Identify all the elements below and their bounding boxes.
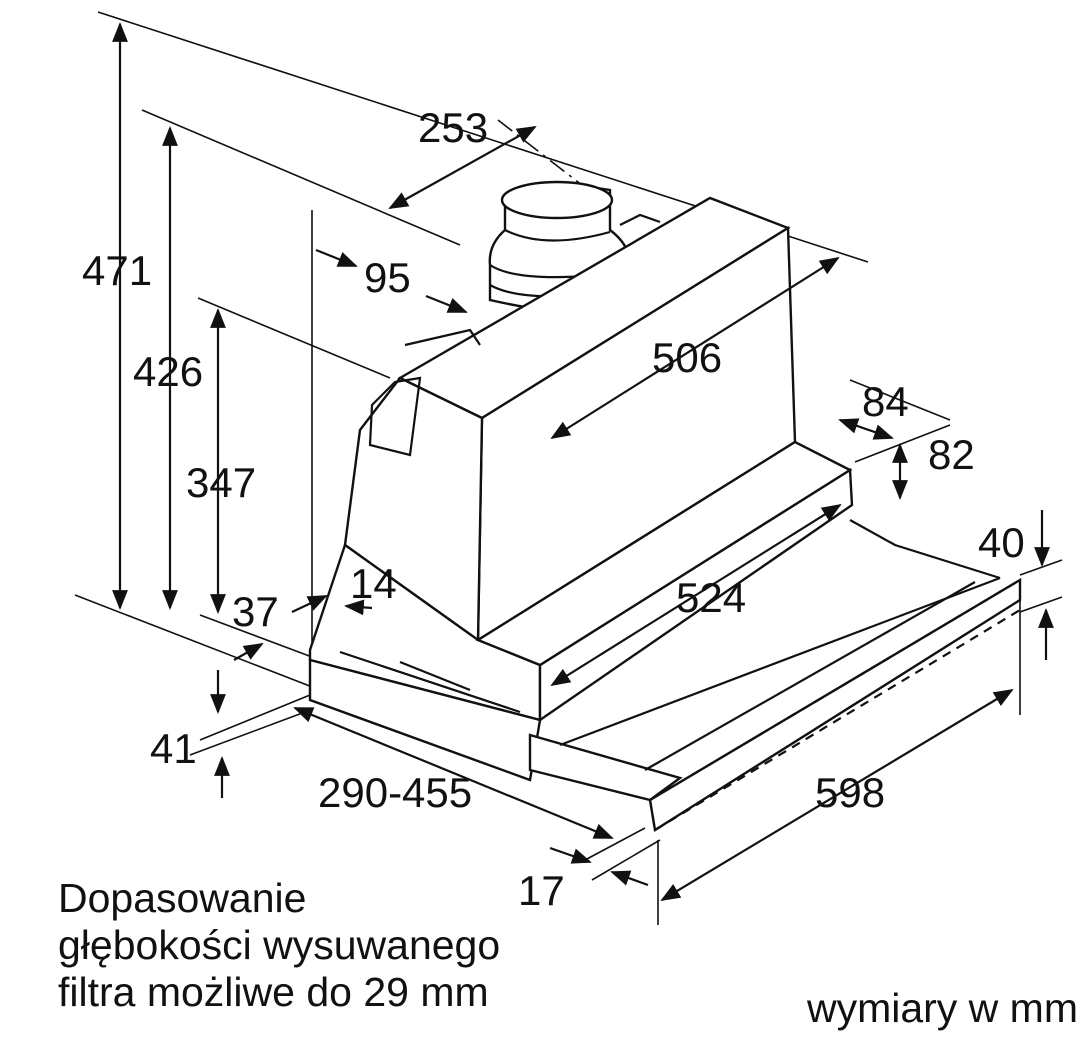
dim-598: 598 [815,769,885,816]
dim-40: 40 [978,519,1025,566]
dim-41: 41 [150,725,197,772]
dim-14: 14 [350,560,397,607]
dim-290-455: 290-455 [318,769,472,816]
dim-524: 524 [676,574,746,621]
dim-347: 347 [186,459,256,506]
dim-82: 82 [928,431,975,478]
dim-95: 95 [364,254,411,301]
dim-426: 426 [133,348,203,395]
units-note: wymiary w mm [806,985,1078,1031]
dim-17: 17 [518,867,565,914]
dim-471: 471 [82,247,152,294]
dimension-arrows [112,22,1054,902]
dimension-labels: 471 426 347 253 95 506 84 82 40 524 14 3… [82,104,1025,914]
filter-depth-note: Dopasowanie głębokości wysuwanego filtra… [58,875,501,1015]
dim-253: 253 [418,104,488,151]
dim-506: 506 [652,334,722,381]
dim-84: 84 [862,378,909,425]
dim-37: 37 [232,588,279,635]
